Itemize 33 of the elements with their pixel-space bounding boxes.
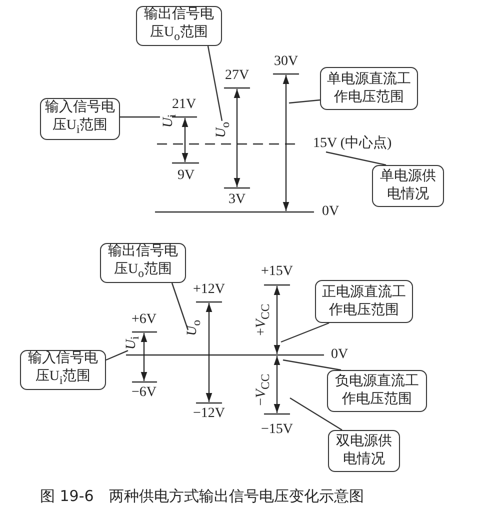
- callout-box: 输出信号电压U$_{o}$范围: [136, 6, 222, 46]
- tick-label: 30V: [274, 54, 298, 70]
- callout-box: 单电源供电情况: [372, 165, 444, 207]
- tick-label: −6V: [132, 385, 157, 401]
- leader-line: [280, 322, 330, 343]
- callout-box: 单电源直流工作电压范围: [320, 67, 418, 110]
- tick-label: +12V: [193, 282, 226, 298]
- tick-label: 21V: [172, 97, 196, 113]
- tick-label: −12V: [193, 406, 226, 422]
- leader-line: [326, 151, 386, 166]
- tick-label: 3V: [228, 192, 246, 208]
- caption: 图 19-6 两种供电方式输出信号电压变化示意图: [40, 487, 364, 506]
- leader-line: [207, 46, 223, 122]
- line-label: 15V (中心点): [313, 136, 392, 152]
- line-label: 0V: [322, 204, 340, 220]
- callout-box: 双电源供电情况: [328, 430, 400, 472]
- callout-box: 输入信号电压U$_{i}$范围: [40, 98, 120, 140]
- leader-line: [106, 350, 128, 361]
- tick-label: 27V: [225, 68, 250, 84]
- callout-box: 正电源直流工作电压范围: [315, 280, 413, 323]
- callout-box: 输入信号电压U$_{i}$范围: [20, 350, 106, 390]
- leader-line: [282, 359, 342, 371]
- leader-line: [120, 116, 160, 118]
- callout-box: 负电源直流工作电压范围: [327, 370, 427, 412]
- tick-label: 9V: [178, 168, 195, 184]
- leader-line: [288, 99, 320, 104]
- leader-line: [290, 397, 342, 431]
- callout-box: 输出信号电压U$_{o}$范围: [100, 243, 186, 283]
- tick-label: +15V: [261, 264, 294, 280]
- tick-label: +6V: [132, 312, 157, 328]
- line-label: 0V: [331, 347, 348, 363]
- tick-label: −15V: [261, 422, 294, 438]
- leader-line: [171, 282, 189, 330]
